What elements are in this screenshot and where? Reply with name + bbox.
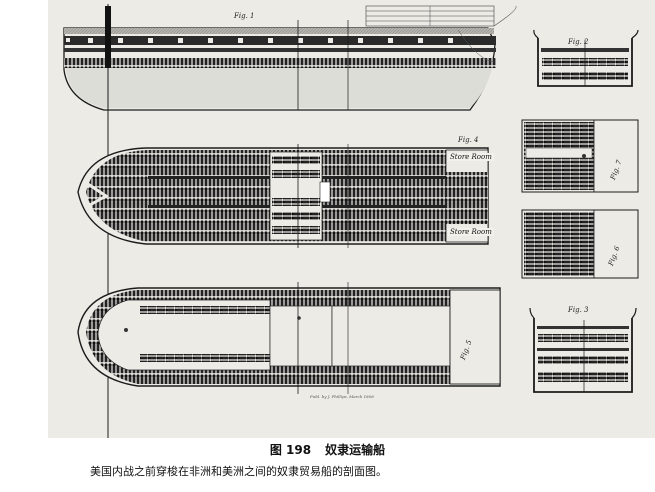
- figure-caption-title: 图 198 奴隶运输船: [0, 441, 655, 458]
- engraving-plate: Fig. 1 Fig. 2 Fig. 4 Fig. 7 Fig. 6 Fig. …: [48, 0, 655, 438]
- fig2-cross-section: [533, 29, 639, 87]
- figure-title: 奴隶运输船: [325, 443, 386, 457]
- store-room-label-lower: Store Room: [448, 228, 494, 236]
- fig3-label: Fig. 3: [568, 306, 589, 314]
- figure-number: 图 198: [269, 443, 312, 457]
- figure-description: 美国内战之前穿梭在非洲和美洲之间的奴隶贸易船的剖面图。: [90, 465, 387, 478]
- fig2-label: Fig. 2: [568, 38, 589, 46]
- fig5-lower-deck-plan: [77, 282, 501, 394]
- fig7-half-deck: [521, 119, 639, 193]
- slave-ship-cross-section-drawing: [63, 4, 639, 438]
- fig6-half-deck: [521, 209, 639, 279]
- fig4-upper-deck-plan: [77, 144, 489, 248]
- publisher-imprint: Publ. by J. Phillips, March 1808: [310, 394, 374, 399]
- fig1-label: Fig. 1: [234, 12, 255, 20]
- fig3-cross-section: [529, 307, 637, 393]
- store-room-label-upper: Store Room: [448, 153, 494, 161]
- fig4-label: Fig. 4: [458, 136, 479, 144]
